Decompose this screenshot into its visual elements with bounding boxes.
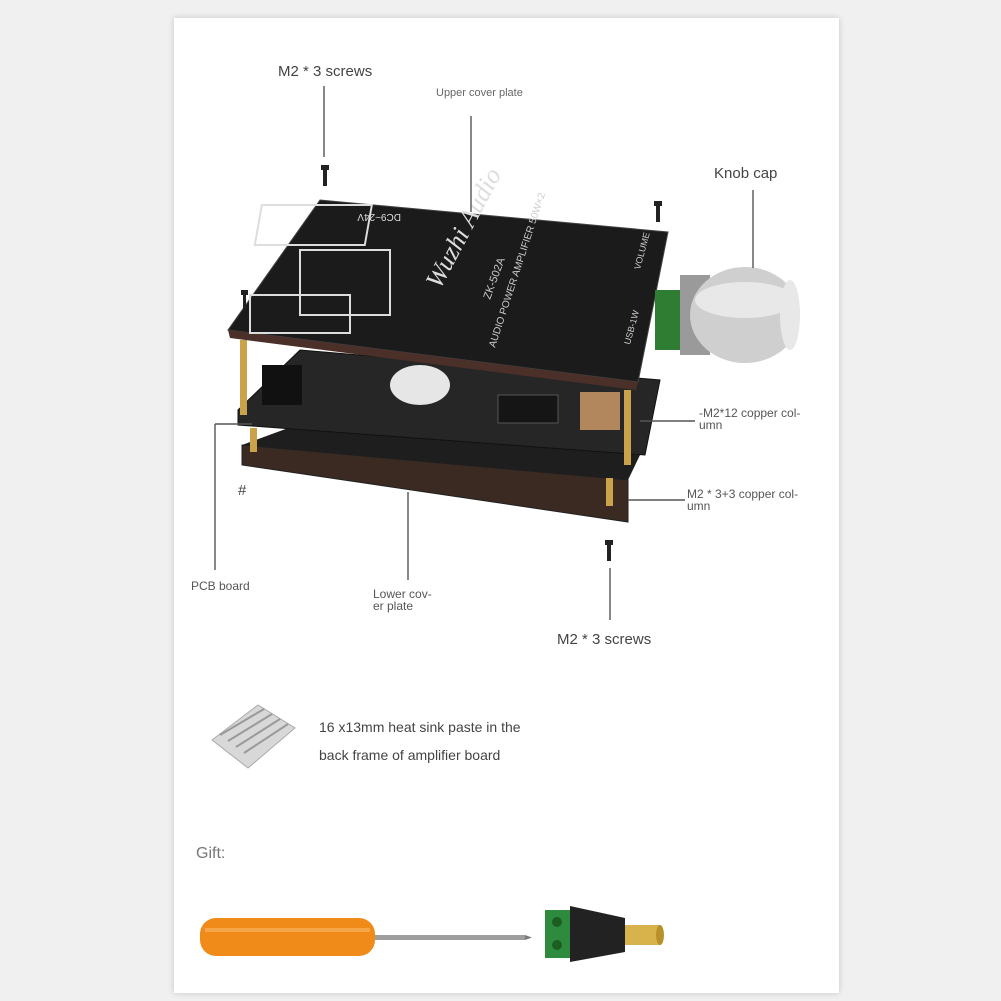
copper-columns xyxy=(240,340,631,506)
label-pcb-board: PCB board xyxy=(191,579,250,593)
label-heat-sink-line2: back frame of amplifier board xyxy=(319,747,501,763)
label-hash-mark: # xyxy=(238,482,247,499)
label-knob-cap: Knob cap xyxy=(714,165,778,182)
label-screws-top: M2 * 3 screws xyxy=(278,63,373,80)
board-voltage-text: DC9~24V xyxy=(357,211,401,222)
label-heat-sink-line1: 16 x13mm heat sink paste in the xyxy=(319,719,521,735)
dc-connector-shape xyxy=(545,906,664,962)
lower-cover-plate-shape xyxy=(241,444,629,523)
label-m2-12-copper-column: -M2*12 copper col- umn xyxy=(699,406,801,432)
heat-sink-shape xyxy=(211,704,296,769)
screws xyxy=(241,165,662,561)
label-screws-bottom: M2 * 3 screws xyxy=(557,631,652,648)
screwdriver-shape xyxy=(200,918,532,956)
label-m2-3-3-copper-column: M2 * 3+3 copper col- umn xyxy=(687,487,799,513)
label-upper-cover-plate: Upper cover plate xyxy=(436,87,523,99)
knob-cap-shape xyxy=(655,267,800,363)
product-card xyxy=(174,18,839,993)
label-lower-cover-plate: Lower cov- er plate xyxy=(373,587,432,613)
label-gift: Gift: xyxy=(196,845,226,862)
